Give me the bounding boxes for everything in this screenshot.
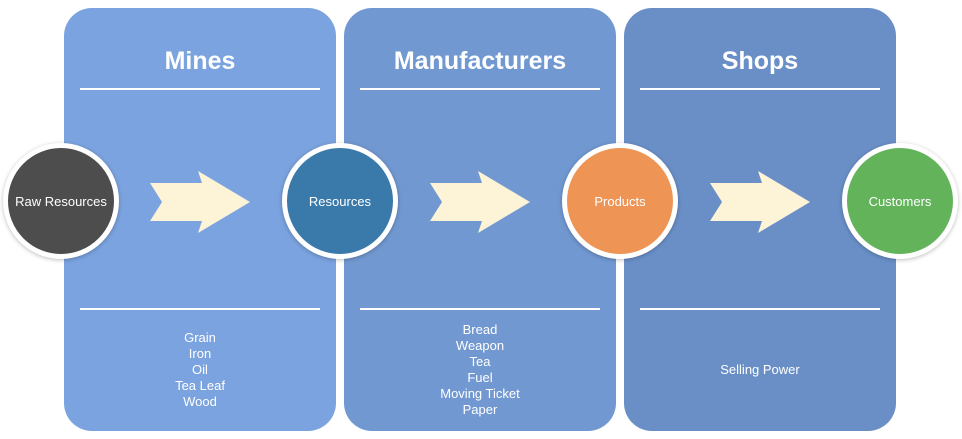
node-customers: Customers [842, 143, 958, 259]
list-item: Fuel [467, 370, 493, 385]
divider [80, 308, 320, 310]
list-item: Wood [183, 394, 217, 409]
panel-title: Manufacturers [393, 47, 567, 75]
list-item: Moving Ticket [440, 386, 520, 401]
node-raw-resources: Raw Resources [3, 143, 119, 259]
list-item: Tea Leaf [175, 378, 225, 393]
list-item: Selling Power [720, 362, 800, 377]
node-resources: Resources [282, 143, 398, 259]
list-item: Oil [192, 362, 208, 377]
divider [640, 308, 880, 310]
list-item: Tea [469, 354, 491, 369]
divider [80, 88, 320, 90]
item-list: Bread Weapon Tea Fuel Moving Ticket Pape… [344, 318, 616, 422]
panel-title: Shops [721, 47, 799, 75]
arrow-right-icon [430, 171, 530, 233]
item-list: Grain Iron Oil Tea Leaf Wood [64, 318, 336, 422]
arrow-right-icon [150, 171, 250, 233]
divider [640, 88, 880, 90]
panel-title: Mines [164, 47, 236, 75]
list-item: Paper [462, 402, 498, 417]
list-item: Bread [462, 322, 498, 337]
list-item: Grain [184, 330, 216, 345]
item-list: Selling Power [624, 318, 896, 422]
divider [360, 308, 600, 310]
divider [360, 88, 600, 90]
node-products: Products [562, 143, 678, 259]
list-item: Iron [188, 346, 212, 361]
list-item: Weapon [455, 338, 505, 353]
arrow-right-icon [710, 171, 810, 233]
